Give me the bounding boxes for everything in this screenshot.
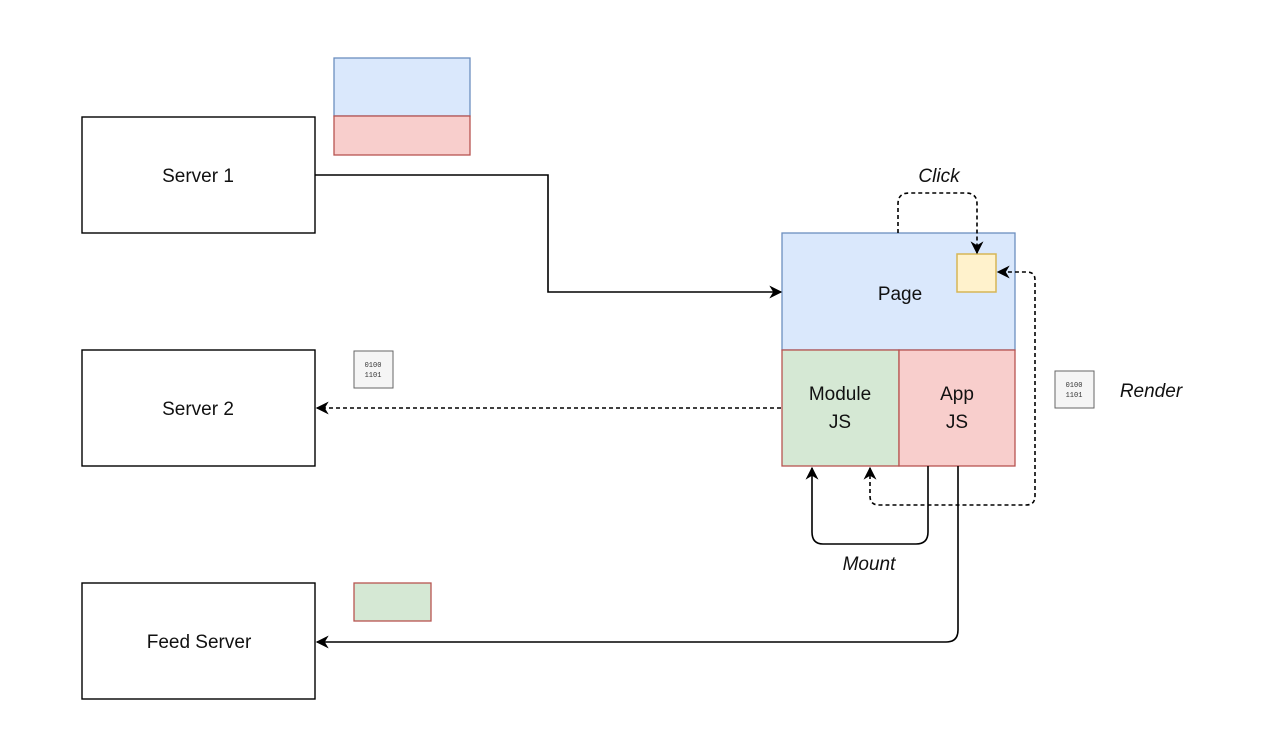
render-arrow [863,265,1036,506]
page-swatch [333,57,471,156]
server1-to-page-arrow [315,174,783,299]
binary-data-icon: 0100 1101 [353,350,394,389]
server-1-node[interactable]: Server 1 [81,116,316,234]
binary-data-icon: 0100 1101 [1054,370,1095,409]
mount-label: Mount [843,554,897,575]
module-js-label-line2: JS [829,412,851,433]
module-js-node[interactable]: Module JS [781,349,900,467]
mount-arrow [805,466,929,545]
click-label: Click [918,166,961,187]
server-1-label: Server 1 [162,166,234,187]
feed-server-node[interactable]: Feed Server [81,582,316,700]
app-js-node[interactable]: App JS [898,349,1016,467]
render-label: Render [1120,381,1183,402]
feed-server-label: Feed Server [147,632,252,653]
module-js-label-line1: Module [809,384,871,405]
binary-icon-row1: 0100 [1066,382,1083,390]
app-js-label-line1: App [940,384,974,405]
binary-icon-row2: 1101 [1066,392,1083,400]
server-2-node[interactable]: Server 2 [81,349,316,467]
module-swatch [353,582,432,622]
server-2-label: Server 2 [162,399,234,420]
ui-element-box[interactable] [956,253,997,293]
appjs-to-feed-server-arrow [315,466,959,649]
binary-icon-row2: 1101 [365,372,382,380]
page-label: Page [878,284,922,305]
app-js-label-line2: JS [946,412,968,433]
binary-icon-row1: 0100 [365,362,382,370]
